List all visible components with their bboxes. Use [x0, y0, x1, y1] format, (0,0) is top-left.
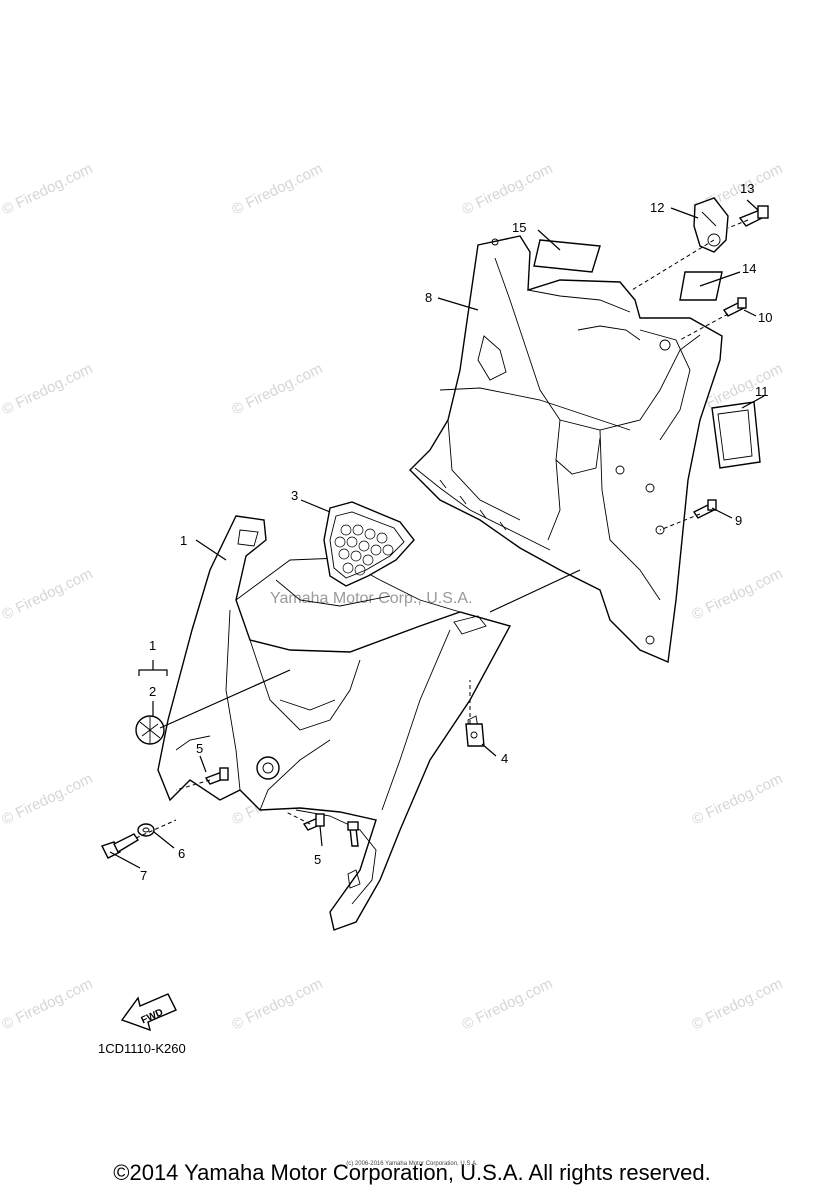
- watermark: © Firedog.com: [0, 770, 95, 829]
- watermark: © Firedog.com: [689, 565, 785, 624]
- clip-part-4: [465, 723, 485, 747]
- callout-13: 13: [740, 181, 754, 196]
- callout-1-bracket: 1: [149, 638, 156, 653]
- diagram-code: 1CD1110-K260: [98, 1041, 186, 1056]
- callout-6: 6: [178, 846, 185, 861]
- fwd-arrow-icon: FWD: [120, 993, 177, 1032]
- watermark: © Firedog.com: [0, 565, 95, 624]
- callout-numbers: 1 1 2 3 4 5 5 6 7 8 9 10 11 12 13 14 15: [140, 181, 772, 883]
- callout-2: 2: [149, 684, 156, 699]
- watermark: © Firedog.com: [459, 975, 555, 1034]
- callout-12: 12: [650, 200, 664, 215]
- footer-small-copyright: (c) 2006-2016 Yamaha Motor Corporation, …: [346, 1161, 478, 1167]
- callout-1: 1: [180, 533, 187, 548]
- screw-part-5-upper: [204, 767, 229, 785]
- callout-5-upper: 5: [196, 741, 203, 756]
- front-cover-part-1: [157, 515, 512, 931]
- screw-part-5-lower: [302, 813, 359, 847]
- callout-9: 9: [735, 513, 742, 528]
- callout-11: 11: [755, 384, 769, 399]
- watermark: © Firedog.com: [229, 160, 325, 219]
- emblem-part-2: [135, 715, 165, 745]
- watermark: © Firedog.com: [229, 360, 325, 419]
- footer-copyright: ©2014 Yamaha Motor Corporation, U.S.A. A…: [113, 1160, 711, 1185]
- watermark: © Firedog.com: [0, 975, 95, 1034]
- leg-shield-part-8: [409, 235, 723, 664]
- watermark: © Firedog.com: [229, 975, 325, 1034]
- leader-lines: [109, 199, 765, 869]
- watermark: © Firedog.com: [459, 160, 555, 219]
- callout-14: 14: [742, 261, 756, 276]
- callout-15: 15: [512, 220, 526, 235]
- callout-10: 10: [758, 310, 772, 325]
- callout-8: 8: [425, 290, 432, 305]
- reflector-part-11: [711, 401, 761, 469]
- callout-7: 7: [140, 868, 147, 883]
- grille-part-3: [323, 501, 415, 587]
- screw-part-10: [722, 297, 747, 317]
- callout-4: 4: [501, 751, 508, 766]
- bolt-part-7: [101, 833, 139, 859]
- callout-3: 3: [291, 488, 298, 503]
- label-part-15: [533, 239, 601, 273]
- watermark: © Firedog.com: [0, 360, 95, 419]
- screw-part-13: [738, 205, 769, 227]
- watermark: © Firedog.com: [689, 975, 785, 1034]
- grille-mesh: [334, 524, 394, 576]
- callout-5-lower: 5: [314, 852, 321, 867]
- clip-part-12: [693, 197, 729, 253]
- watermark: © Firedog.com: [0, 160, 95, 219]
- washer-part-6: [137, 823, 155, 837]
- watermark: © Firedog.com: [689, 770, 785, 829]
- watermark-center: Yamaha Motor Corp., U.S.A.: [270, 590, 472, 607]
